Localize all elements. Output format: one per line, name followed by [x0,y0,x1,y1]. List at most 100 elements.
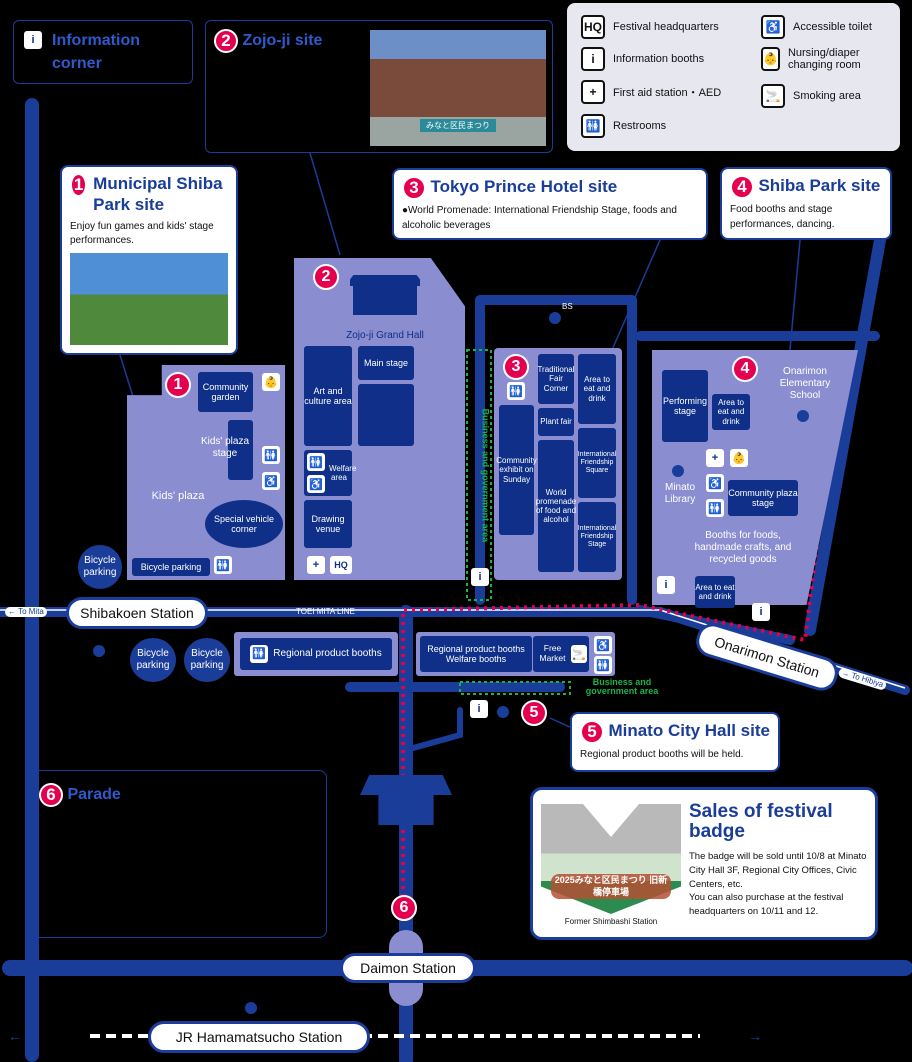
restroom-icon: 🚻 [250,645,269,663]
plant-fair: Plant fair [538,408,574,436]
traditional-fair-corner: Traditional Fair Corner [537,354,575,404]
restroom-icon: 🚻 [706,499,724,517]
information-icon: i [470,700,488,718]
legend-smoking: 🚬Smoking area [761,84,861,108]
site-6-title: Parade [67,786,121,804]
site-1-marker: 1 [165,372,191,398]
restroom-icon: 🚻 [262,446,280,464]
site-4-title: Shiba Park site [758,176,881,196]
shiba-park-photo [70,252,228,345]
bicycle-parking-site1: Bicycle parking [132,558,210,576]
first-aid-icon: + [581,80,605,104]
hamamatsucho-station[interactable]: JR Hamamatsucho Station [148,1021,370,1053]
library-dot [672,465,684,477]
site-1-desc: Enjoy fun games and kids' stage performa… [70,220,214,247]
hq-icon: HQ [330,556,352,574]
information-icon: i [24,31,42,49]
site-4-marker: 4 [732,356,758,382]
kids-plaza: Kids' plaza [151,490,205,502]
wheelchair-icon: ♿ [594,636,612,654]
drawing-venue: Drawing venue [304,500,352,548]
information-icon: i [471,568,489,586]
photo-banner: みなと区民まつり [420,119,496,132]
dot-marker [245,1002,257,1014]
restroom-icon: 🚻 [214,556,232,574]
special-vehicle-corner: Special vehicle corner [205,500,283,548]
booths-foods-crafts: Booths for foods, handmade crafts, and r… [694,530,792,565]
international-friendship-square: International Friendship Square [578,428,616,498]
badge-text: The badge will be sold until 10/8 at Min… [689,851,867,918]
community-plaza-stage: Community plaza stage [728,480,798,516]
grand-hall-label: Zojo-ji Grand Hall [346,330,424,341]
baby-icon: 👶 [761,47,780,71]
bicycle-parking-1: Bicycle parking [78,545,122,589]
bus-stop-dot [549,312,561,324]
minato-library: Minato Library [664,482,696,505]
bus-stop-label: BS [562,302,573,311]
badge-lettering: 2025みなと区民まつり 旧新橋停車場 [551,874,671,900]
information-icon: i [752,603,770,621]
site-2-marker: 2 [313,264,339,290]
performing-stage: Performing stage [662,370,708,442]
site-4-desc: Food booths and stage performances, danc… [730,204,835,230]
site-3-marker: 3 [503,354,529,380]
badge-sales-box: 2025みなと区民まつり 旧新橋停車場 Former Shimbashi Sta… [530,787,878,940]
world-promenade: World promenade of food and alcohol [536,440,576,572]
community-garden: Community garden [198,372,253,412]
wheelchair-icon: ♿ [761,15,785,39]
site-3-desc: ●World Promenade: International Friendsh… [402,205,677,231]
shibakoen-station[interactable]: Shibakoen Station [66,597,208,629]
onarimon-school: Onarimon Elementary School [779,366,831,401]
main-stage-area [358,384,414,446]
wheelchair-icon: ♿ [262,472,280,490]
site-3-title: Tokyo Prince Hotel site [430,177,618,197]
site-5-marker: 5 [521,700,547,726]
site-4-callout: 4 Shiba Park site Food booths and stage … [720,167,892,240]
kids-plaza-stage: Kids' plaza stage [200,436,250,459]
site-6-box: 6 Parade [30,770,327,938]
eat-drink-area-3: Area to eat and drink [578,354,616,424]
site-5-badge: 5 [580,720,604,744]
community-exhibit: Community exhibit on Sunday [496,405,537,535]
arrow-left-icon: ← [8,1028,22,1044]
bicycle-parking-2: Bicycle parking [130,638,176,682]
kids-plaza-stage-block [228,420,253,480]
smoking-icon: 🚬 [761,84,785,108]
site-5-desc: Regional product booths will be held. [580,749,744,760]
restroom-icon: 🚻 [594,656,612,674]
site-1-badge: 1 [70,173,88,197]
site-6-marker: 6 [391,895,417,921]
information-corner-box: i Information corner [13,20,193,84]
site-5-title: Minato City Hall site [608,721,770,741]
badge-title: Sales of festival badge [689,801,833,842]
site-3-callout: 3 Tokyo Prince Hotel site ●World Promena… [392,168,708,240]
free-market: Free Market [539,643,566,663]
first-aid-icon: + [706,449,724,467]
site-2-title: Zojo-ji site [242,32,323,50]
city-hall-dot [497,706,509,718]
daimon-station[interactable]: Daimon Station [340,953,476,983]
toei-mita-line-label: TOEI MITA LINE [296,607,355,616]
business-government-area-label-2: Business and government area [585,677,659,696]
main-stage: Main stage [358,346,414,380]
wheelchair-icon: ♿ [706,474,724,492]
first-aid-icon: + [307,556,325,574]
badge-caption: Former Shimbashi Station [564,917,658,926]
information-icon: i [581,47,605,71]
international-friendship-stage: International Friendship Stage [578,502,616,572]
site-1-title: Municipal Shiba Park site [93,174,223,215]
eat-drink-area-4b: Area to eat and drink [695,576,735,608]
site-2-box: 2 Zojo-ji site みなと区民まつり [205,20,553,153]
art-culture-area: Art and culture area [304,346,352,446]
regional-product-booths-1: 🚻Regional product booths [240,638,392,670]
temple-icon [345,265,425,325]
legend-first-aid: +First aid station・AED [581,80,721,104]
smoking-icon: 🚬 [571,645,587,663]
legend-nursing: 👶Nursing/diaper changing room [761,47,861,71]
hq-icon: HQ [581,15,605,39]
site-2-badge: 2 [214,29,238,53]
bicycle-parking-3: Bicycle parking [184,638,230,682]
